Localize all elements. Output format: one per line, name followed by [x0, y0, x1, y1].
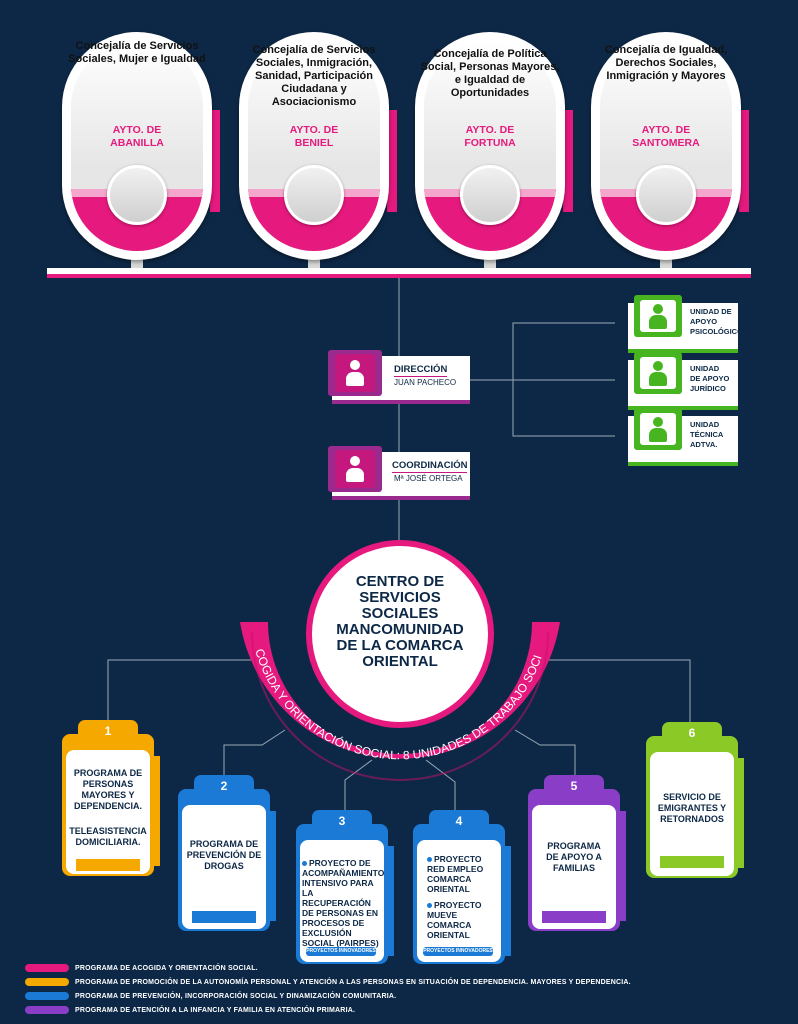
program-card-2: 2 PROGRAMA DE PREVENCIÓN DE DROGAS	[178, 775, 276, 931]
person-icon	[634, 295, 682, 337]
concejalia-card-fortuna: Concejalía de Política Social, Personas …	[415, 32, 573, 271]
legend-text: PROGRAMA DE PROMOCIÓN DE LA AUTONOMÍA PE…	[75, 978, 631, 986]
legend-swatch	[25, 964, 69, 972]
legend-item-infancia: PROGRAMA DE ATENCIÓN A LA INFANCIA Y FAM…	[25, 1005, 355, 1015]
concejalia-town: AYTO. DE FORTUNA	[464, 124, 516, 149]
direccion-name: JUAN PACHECO	[394, 378, 457, 387]
bullet-icon	[427, 903, 432, 909]
circle-decoration	[636, 165, 696, 225]
legend-text: PROGRAMA DE ATENCIÓN A LA INFANCIA Y FAM…	[75, 1006, 356, 1014]
concejalia-title: Concejalía de Servicios Sociales, Mujer …	[68, 40, 206, 65]
program-text: PROGRAMA DE PERSONAS MAYORES Y DEPENDENC…	[73, 768, 143, 811]
program-text: PROGRAMA DE PREVENCIÓN DE DROGAS	[186, 839, 262, 871]
concejalia-town: AYTO. DE SANTOMERA	[632, 124, 700, 149]
center-circle: CENTRO DE SERVICIOS SOCIALES MANCOMUNIDA…	[306, 540, 494, 728]
person-icon	[634, 352, 682, 394]
program-footer: PROYECTOS INNOVADORES	[306, 947, 376, 956]
program-text: PROGRAMA DE APOYO A FAMILIAS	[546, 841, 602, 873]
concejalia-card-abanilla: Concejalía de Servicios Sociales, Mujer …	[62, 32, 220, 271]
circle-decoration	[284, 165, 344, 225]
coordinacion-name: Mª JOSÉ ORTEGA	[394, 474, 463, 483]
unidad-label: UNIDAD DE APOYO PSICOLÓGICO	[690, 307, 743, 336]
program-footer: PROYECTOS INNOVADORES	[423, 947, 493, 956]
concejalia-card-beniel: Concejalía de Servicios Sociales, Inmigr…	[239, 32, 397, 271]
person-icon	[335, 450, 375, 488]
program-number: 4	[429, 810, 489, 832]
person-icon	[634, 408, 682, 450]
program-card-4: 4 PROYECTO RED EMPLEO COMARCA ORIENTAL P…	[413, 810, 511, 965]
unidad-box-tecnica: UNIDAD TÉCNICA ADTVA.	[628, 408, 738, 466]
concejalia-title: Concejalía de Igualdad, Derechos Sociale…	[604, 44, 728, 82]
program-bullet: PROYECTO DE ACOMPAÑAMIENTO INTENSIVO PAR…	[302, 858, 385, 948]
program-number: 2	[194, 775, 254, 797]
circle-decoration	[107, 165, 167, 225]
program-text: SERVICIO DE EMIGRANTES Y RETORNADOS	[657, 792, 727, 824]
unidad-box-psicologico: UNIDAD DE APOYO PSICOLÓGICO	[628, 295, 743, 353]
legend-swatch	[25, 978, 69, 986]
program-bullet: PROYECTO MUEVE COMARCA ORIENTAL	[427, 900, 482, 940]
legend-text: PROGRAMA DE ACOGIDA Y ORIENTACIÓN SOCIAL…	[75, 964, 258, 972]
legend-item-autonomia: PROGRAMA DE PROMOCIÓN DE LA AUTONOMÍA PE…	[25, 977, 631, 987]
center-title: CENTRO DE SERVICIOS SOCIALES MANCOMUNIDA…	[336, 573, 464, 670]
legend-swatch	[25, 992, 69, 1000]
unidad-box-juridico: UNIDAD DE APOYO JURÍDICO	[628, 352, 738, 410]
coordinacion-label: COORDINACIÓN	[392, 460, 468, 473]
program-text-2: TELEASISTENCIA DOMICILIARIA.	[69, 826, 147, 847]
unidad-label: UNIDAD DE APOYO JURÍDICO	[690, 364, 730, 393]
unidad-label: UNIDAD TÉCNICA ADTVA.	[690, 420, 724, 449]
concejalia-town: AYTO. DE ABANILLA	[110, 124, 164, 149]
circle-decoration	[460, 165, 520, 225]
program-card-3: 3 PROYECTO DE ACOMPAÑAMIENTO INTENSIVO P…	[296, 810, 394, 965]
legend-item-acogida: PROGRAMA DE ACOGIDA Y ORIENTACIÓN SOCIAL…	[25, 963, 258, 973]
program-card-1: 1 PROGRAMA DE PERSONAS MAYORES Y DEPENDE…	[62, 720, 160, 876]
legend-item-prevencion: PROGRAMA DE PREVENCIÓN, INCORPORACIÓN SO…	[25, 991, 396, 1001]
program-card-5: 5 PROGRAMA DE APOYO A FAMILIAS	[528, 775, 626, 931]
direccion-label: DIRECCIÓN	[394, 364, 448, 377]
program-card-6: 6 SERVICIO DE EMIGRANTES Y RETORNADOS	[646, 722, 744, 878]
program-bullet: PROYECTO RED EMPLEO COMARCA ORIENTAL	[427, 854, 484, 894]
program-number: 3	[312, 810, 372, 832]
program-number: 1	[78, 720, 138, 742]
program-number: 6	[662, 722, 722, 744]
legend-text: PROGRAMA DE PREVENCIÓN, INCORPORACIÓN SO…	[75, 992, 397, 1000]
concejalia-card-santomera: Concejalía de Igualdad, Derechos Sociale…	[591, 32, 749, 271]
concejalia-town: AYTO. DE BENIEL	[289, 124, 339, 149]
concejalia-title: Concejalía de Política Social, Personas …	[420, 48, 560, 99]
legend-swatch	[25, 1006, 69, 1014]
bullet-icon	[302, 861, 307, 867]
horizontal-divider	[47, 268, 751, 278]
direccion-box: DIRECCIÓN JUAN PACHECO	[328, 350, 470, 404]
concejalia-title: Concejalía de Servicios Sociales, Inmigr…	[252, 44, 376, 108]
program-number: 5	[544, 775, 604, 797]
bullet-icon	[427, 857, 432, 863]
coordinacion-box: COORDINACIÓN Mª JOSÉ ORTEGA	[328, 446, 470, 500]
person-icon	[335, 354, 375, 392]
